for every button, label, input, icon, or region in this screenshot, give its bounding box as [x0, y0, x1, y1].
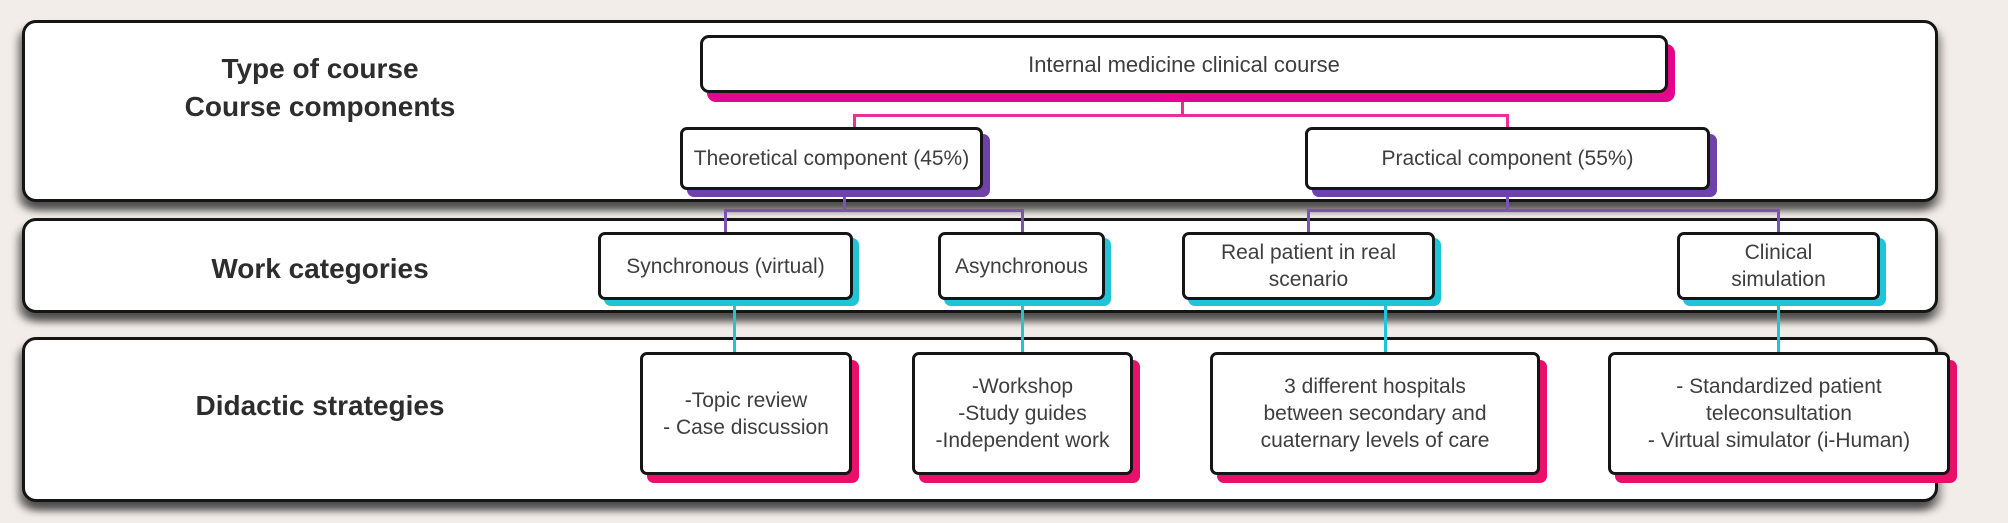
- connector-theoretical-crossbar: [724, 209, 1024, 212]
- connector-drop-clinical-simulation: [1777, 209, 1780, 235]
- connector-practical-crossbar: [1307, 209, 1780, 212]
- connector-theoretical-stem: [843, 188, 846, 211]
- node-clinical-simulation: Clinical simulation: [1677, 232, 1880, 300]
- connector-drop-practical: [1506, 114, 1509, 129]
- row-label-work-categories: Work categories: [211, 253, 429, 284]
- connector-drop-synchronous: [724, 209, 727, 235]
- connector-drop-real-patient: [1307, 209, 1310, 235]
- connector-real-patient-to-strategies: [1384, 298, 1387, 355]
- node-practical-component: Practical component (55%): [1305, 127, 1710, 190]
- node-hospitals-levels-of-care: 3 different hospitals between secondary …: [1210, 352, 1540, 475]
- node-workshop-study-guides: -Workshop -Study guides -Independent wor…: [912, 352, 1133, 475]
- node-real-patient-scenario: Real patient in real scenario: [1182, 232, 1435, 300]
- connector-simulation-to-strategies: [1777, 298, 1780, 355]
- row-label-course-components: Type of course Course components: [184, 53, 456, 122]
- connector-root-crossbar: [853, 114, 1509, 117]
- connector-asynchronous-to-strategies: [1021, 298, 1024, 355]
- connector-practical-stem: [1506, 188, 1509, 211]
- node-topic-review-case-discussion: -Topic review - Case discussion: [640, 352, 852, 475]
- node-internal-medicine-course: Internal medicine clinical course: [700, 35, 1668, 93]
- connector-drop-theoretical: [853, 114, 856, 129]
- connector-root-stem: [1181, 91, 1184, 116]
- connector-synchronous-to-strategies: [733, 298, 736, 355]
- node-theoretical-component: Theoretical component (45%): [680, 127, 983, 190]
- connector-drop-asynchronous: [1021, 209, 1024, 235]
- node-standardized-patient-virtual-simulator: - Standardized patient teleconsultation …: [1608, 352, 1950, 475]
- node-asynchronous: Asynchronous: [938, 232, 1105, 300]
- row-label-didactic-strategies: Didactic strategies: [195, 390, 445, 421]
- node-synchronous-virtual: Synchronous (virtual): [598, 232, 853, 300]
